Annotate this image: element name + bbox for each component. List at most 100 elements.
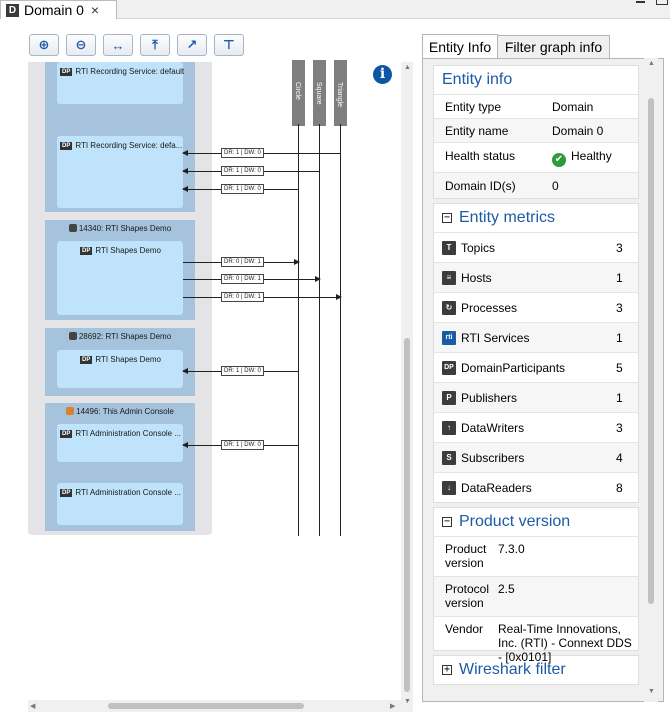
layout-button[interactable]: ⊤ bbox=[214, 34, 244, 56]
participant-label: RTI Administration Console ... bbox=[75, 488, 182, 497]
zoom-out-button[interactable]: ⊖ bbox=[66, 34, 96, 56]
reader-label: DR: 1 | DW: 0 bbox=[221, 184, 264, 194]
scroll-down-icon[interactable]: ▼ bbox=[648, 688, 655, 695]
dp-icon: DP bbox=[60, 68, 73, 76]
reader-label: DR: 1 | DW: 0 bbox=[221, 366, 264, 376]
wireshark-filter-section: + Wireshark filter bbox=[433, 655, 639, 685]
dp-icon: DP bbox=[60, 489, 73, 497]
scroll-down-icon[interactable]: ▼ bbox=[404, 698, 411, 705]
info-row: Entity name Domain 0 bbox=[434, 118, 638, 142]
tab-filter-graph-info[interactable]: Filter graph info bbox=[498, 35, 610, 58]
scroll-right-icon[interactable]: ▶ bbox=[390, 703, 396, 710]
topic-line bbox=[319, 124, 320, 536]
metric-row-topics: T Topics 3 bbox=[434, 232, 638, 262]
close-icon[interactable]: × bbox=[90, 2, 100, 18]
host-icon: ≡ bbox=[442, 270, 456, 285]
info-row: Entity type Domain bbox=[434, 94, 638, 118]
publisher-icon: P bbox=[442, 390, 456, 405]
zoom-out-icon: ⊖ bbox=[75, 37, 87, 52]
metric-row-subscribers: S Subscribers 4 bbox=[434, 442, 638, 472]
participant-label: RTI Recording Service: defa... bbox=[75, 141, 183, 150]
health-status-value: Healthy bbox=[571, 149, 612, 163]
topic-square[interactable]: Square bbox=[313, 60, 326, 126]
entity-info-panel: Entity info Entity type Domain Entity na… bbox=[422, 58, 664, 702]
maximize-icon[interactable] bbox=[656, 0, 668, 5]
expand-icon[interactable]: + bbox=[442, 664, 452, 675]
section-title: Entity info bbox=[442, 71, 513, 88]
process-icon bbox=[68, 332, 77, 340]
graph-vertical-scrollbar[interactable]: ▲ ▼ bbox=[401, 62, 413, 712]
topic-triangle[interactable]: Triangle bbox=[334, 60, 347, 126]
metric-row-domain-participants: DP DomainParticipants 5 bbox=[434, 352, 638, 382]
zoom-in-button[interactable]: ⊕ bbox=[29, 34, 59, 56]
dp-icon: DP bbox=[79, 247, 93, 255]
writer-label: DR: 0 | DW: 1 bbox=[221, 257, 264, 267]
graph-horizontal-scrollbar[interactable]: ◀ ▶ bbox=[28, 700, 401, 712]
participant-label: RTI Shapes Demo bbox=[95, 246, 161, 255]
tab-entity-info[interactable]: Entity Info bbox=[422, 34, 498, 58]
topic-label: Square bbox=[315, 82, 322, 105]
export-icon: ↗ bbox=[186, 37, 198, 52]
process-icon: ↻ bbox=[442, 300, 456, 315]
participant-label: RTI Administration Console ... bbox=[75, 429, 182, 438]
entity-info-section: Entity info Entity type Domain Entity na… bbox=[433, 65, 639, 199]
domain-participant-icon: DP bbox=[442, 360, 456, 375]
info-row: Product version 7.3.0 bbox=[434, 536, 638, 576]
scroll-left-icon[interactable]: ◀ bbox=[30, 703, 36, 710]
move-top-button[interactable]: ⤒ bbox=[140, 34, 170, 56]
domain-tab[interactable]: D Domain 0 × bbox=[0, 0, 117, 19]
process-title: 14496: This Admin Console bbox=[76, 407, 174, 416]
scroll-up-icon[interactable]: ▲ bbox=[648, 60, 655, 67]
scroll-up-icon[interactable]: ▲ bbox=[404, 64, 411, 71]
reader-label: DR: 1 | DW: 0 bbox=[221, 148, 264, 158]
metric-row-processes: ↻ Processes 3 bbox=[434, 292, 638, 322]
metric-row-rti-services: rti RTI Services 1 bbox=[434, 322, 638, 352]
healthy-check-icon: ✔ bbox=[552, 153, 566, 167]
section-title: Entity metrics bbox=[459, 209, 556, 226]
datawriter-icon: ↑ bbox=[442, 420, 456, 435]
zoom-in-icon: ⊕ bbox=[38, 37, 50, 52]
process-icon bbox=[68, 224, 77, 232]
editor-tab-bar: D Domain 0 × bbox=[0, 0, 670, 19]
scroll-thumb[interactable] bbox=[108, 703, 304, 709]
collapse-icon[interactable]: − bbox=[442, 516, 452, 527]
layout-icon: ⊤ bbox=[223, 37, 235, 52]
metric-row-hosts: ≡ Hosts 1 bbox=[434, 262, 638, 292]
minimize-icon[interactable] bbox=[636, 0, 645, 3]
participant-label: RTI Recording Service: default bbox=[75, 67, 185, 76]
topic-label: Circle bbox=[294, 82, 301, 100]
fit-width-button[interactable]: ↔ bbox=[103, 34, 133, 56]
participant-label: RTI Shapes Demo bbox=[95, 355, 161, 364]
rti-services-icon: rti bbox=[442, 330, 456, 345]
scroll-thumb[interactable] bbox=[648, 98, 654, 604]
section-title: Wireshark filter bbox=[459, 661, 566, 678]
topic-circle[interactable]: Circle bbox=[292, 60, 305, 126]
datareader-icon: ↓ bbox=[442, 480, 456, 495]
dp-icon: DP bbox=[60, 430, 73, 438]
info-row: Health status ✔Healthy bbox=[434, 142, 638, 172]
move-top-icon: ⤒ bbox=[152, 37, 158, 52]
domain-icon: D bbox=[6, 3, 19, 17]
metric-row-publishers: P Publishers 1 bbox=[434, 382, 638, 412]
panel-vertical-scrollbar[interactable]: ▲ ▼ bbox=[644, 58, 658, 702]
scroll-thumb[interactable] bbox=[404, 338, 410, 692]
export-button[interactable]: ↗ bbox=[177, 34, 207, 56]
process-title: 14340: RTI Shapes Demo bbox=[78, 224, 172, 233]
process-title: 28692: RTI Shapes Demo bbox=[78, 332, 172, 341]
collapse-icon[interactable]: − bbox=[442, 212, 452, 223]
info-icon[interactable]: i bbox=[373, 65, 392, 84]
topic-icon: T bbox=[442, 240, 456, 255]
fit-width-icon: ↔ bbox=[111, 37, 125, 53]
